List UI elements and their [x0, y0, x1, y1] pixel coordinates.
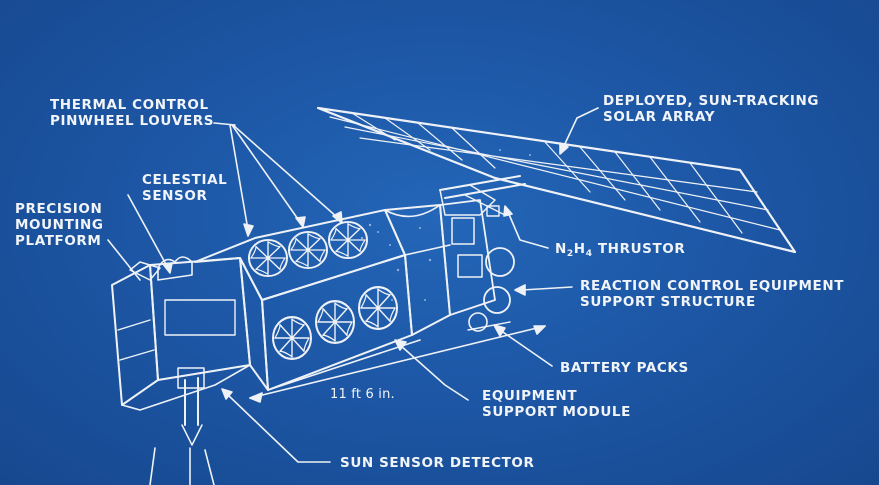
thrustor-h-subscript: 4 — [585, 249, 593, 259]
precision-mounting-platform — [111, 256, 251, 446]
label-solar-array: DEPLOYED, SUN-TRACKING SOLAR ARRAY — [603, 93, 820, 125]
thrustor-h: H — [573, 241, 586, 257]
label-precision-mounting-platform: PRECISION MOUNTING PLATFORM — [15, 201, 104, 249]
louver-group-top — [248, 220, 368, 278]
solar-array-panel — [316, 106, 797, 254]
label-thermal-control-louvers: THERMAL CONTROL PINWHEEL LOUVERS — [50, 97, 215, 129]
thrustor-text: THRUSTOR — [592, 241, 686, 257]
label-equipment-support-module: EQUIPMENT SUPPORT MODULE — [482, 388, 631, 420]
label-reaction-control-structure: REACTION CONTROL EQUIPMENT SUPPORT STRUC… — [580, 278, 845, 310]
label-n2h4-thrustor: N2H4 THRUSTOR — [555, 241, 686, 259]
leader-lines — [107, 107, 599, 485]
label-battery-packs: BATTERY PACKS — [560, 360, 689, 376]
reaction-control-structure — [439, 184, 515, 332]
label-sun-sensor-detector: SUN SENSOR DETECTOR — [340, 455, 535, 471]
thrustor-n: N — [555, 241, 567, 257]
equipment-module-body — [194, 149, 531, 391]
thrustor-n-subscript: 2 — [566, 249, 574, 259]
label-celestial-sensor: CELESTIAL SENSOR — [142, 172, 228, 204]
label-length-dimension: 11 ft 6 in. — [330, 387, 395, 402]
